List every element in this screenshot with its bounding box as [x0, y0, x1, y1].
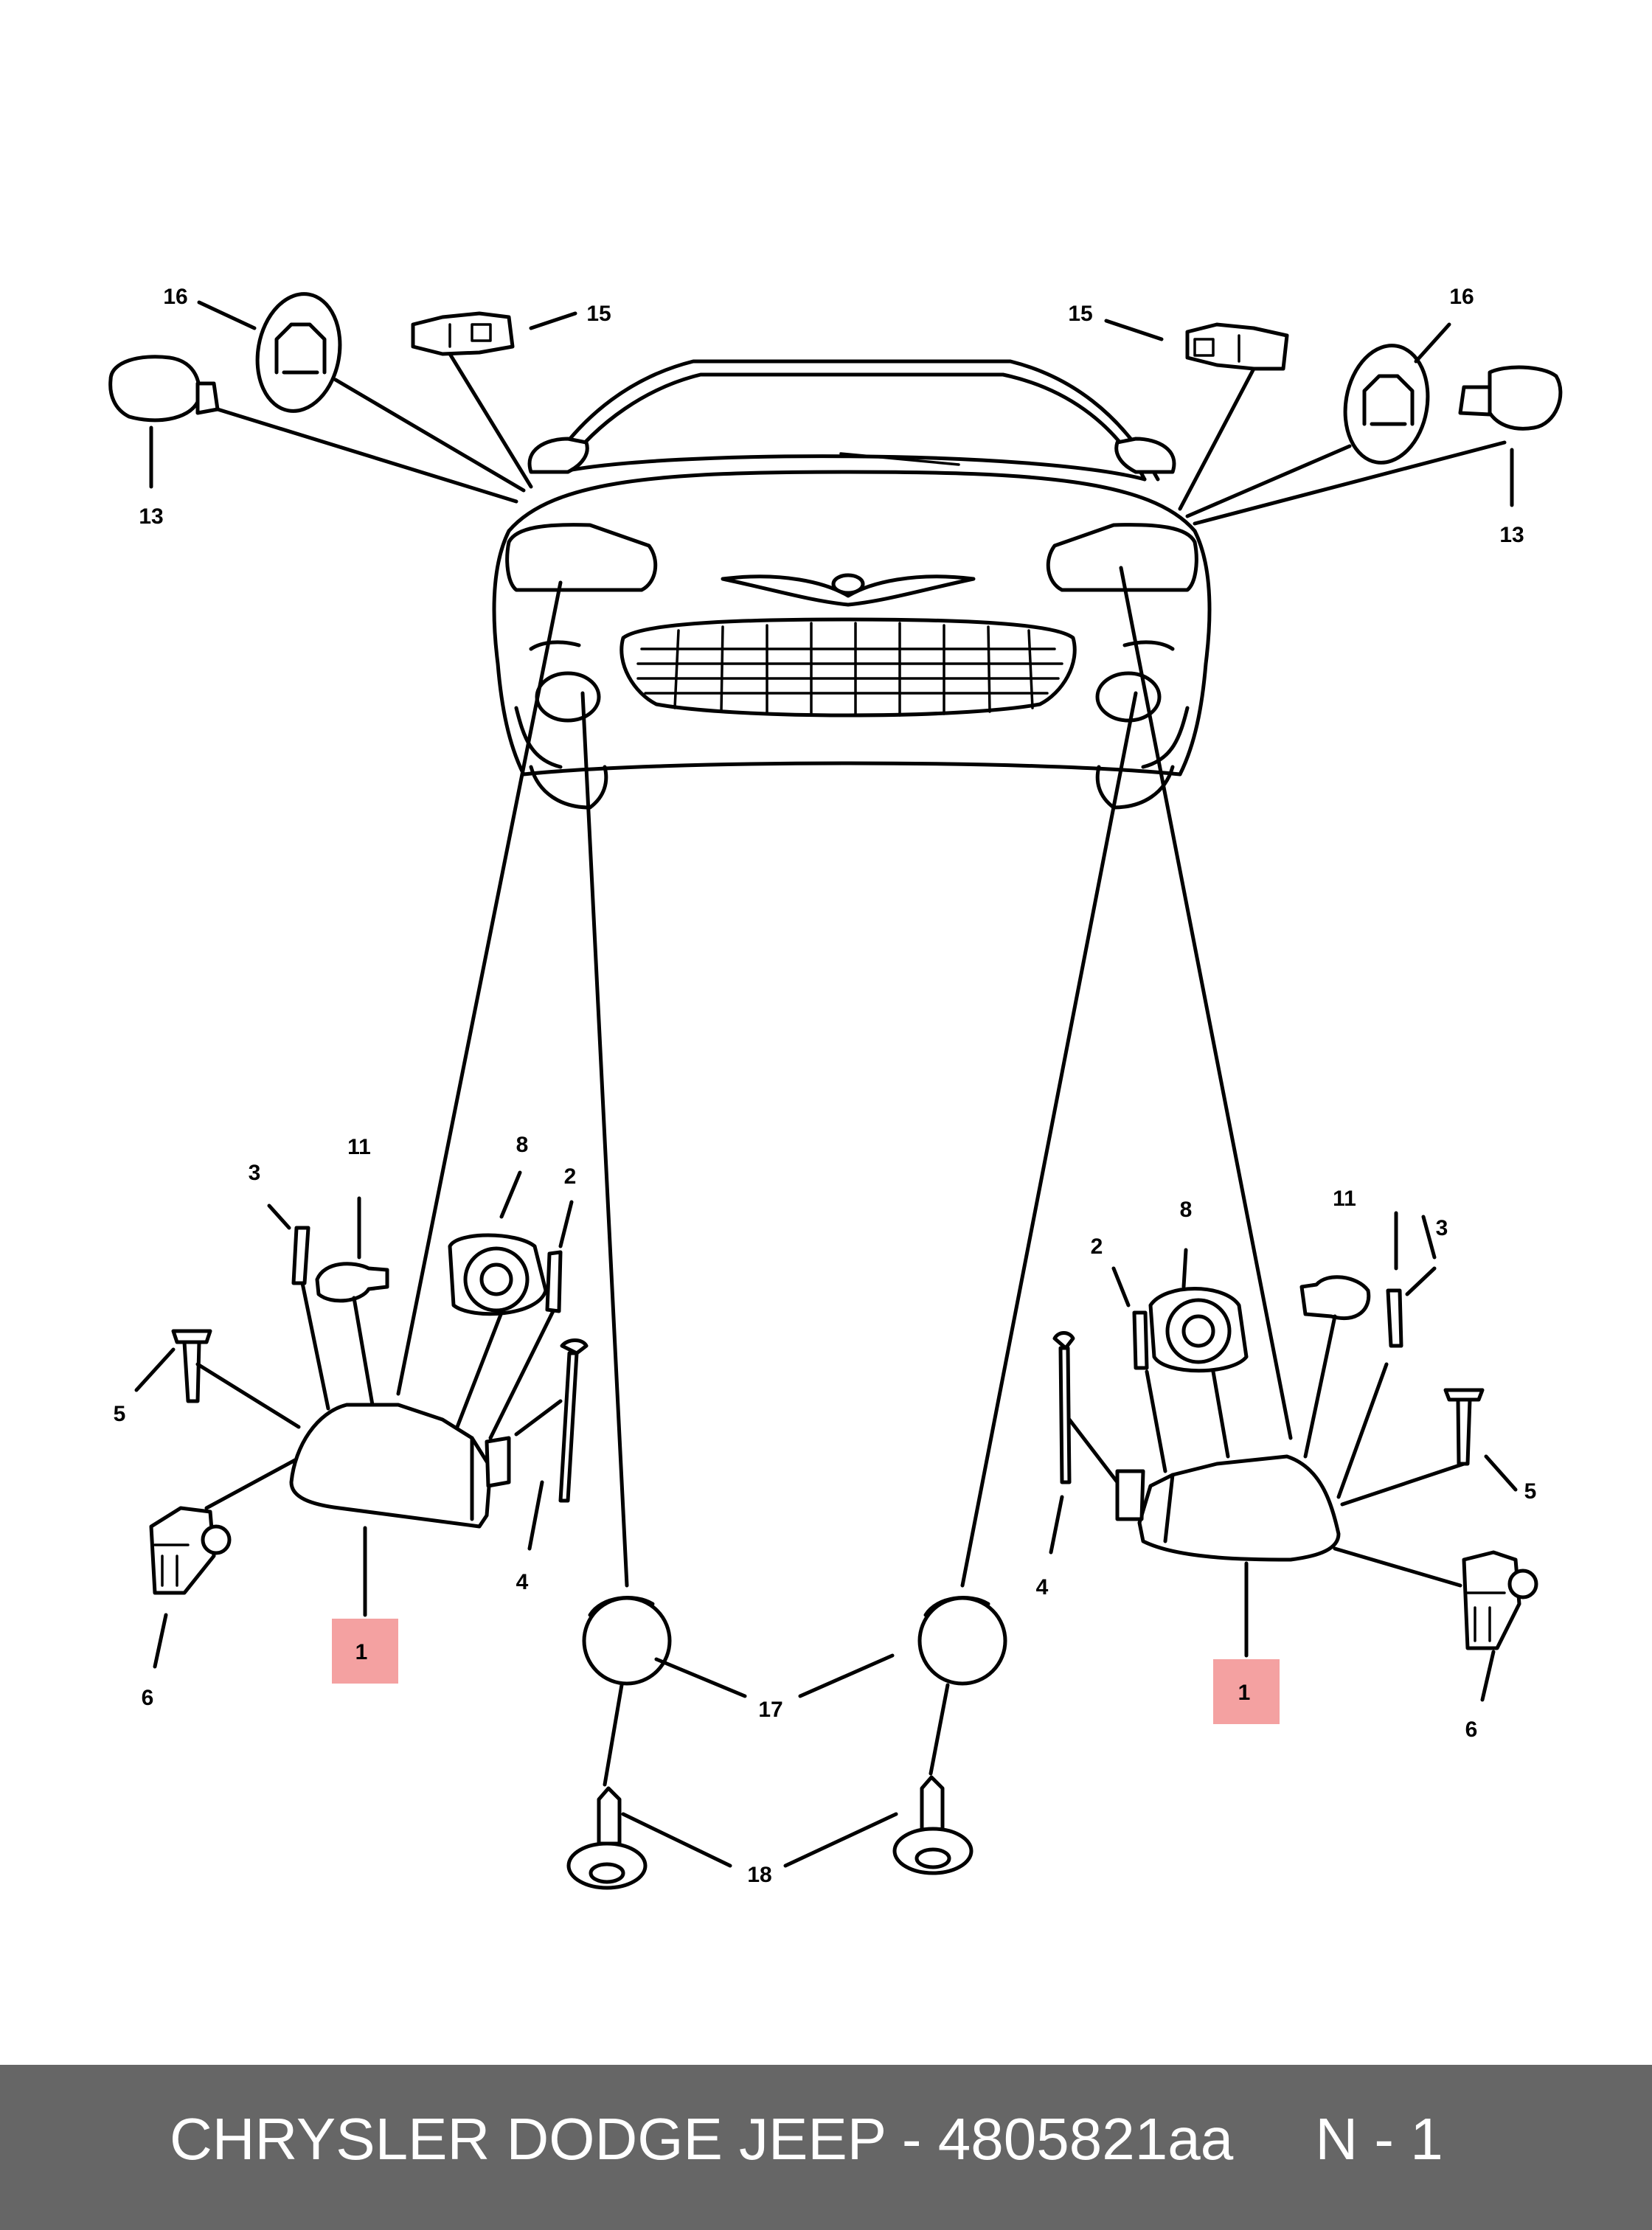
highlight-box-right: [1213, 1659, 1280, 1724]
footer-page: N - 1: [1315, 2106, 1443, 2172]
leader-lines-right-group: [1049, 1211, 1518, 1702]
callout-2-left: 2: [564, 1164, 577, 1189]
bolt-left-icon: [171, 1329, 212, 1403]
fog-bulb-left-icon: [448, 1233, 548, 1316]
push-pin-left-icon: [566, 1786, 648, 1890]
car-front-view: [492, 359, 1212, 810]
gasket-right-icon: [1132, 1310, 1149, 1370]
long-leader-lines: [396, 566, 1293, 1588]
callout-17: 17: [758, 1698, 782, 1722]
callout-11-left: 11: [347, 1135, 371, 1159]
callout-15-left: 15: [586, 302, 611, 326]
callout-5-right: 5: [1524, 1479, 1537, 1504]
callout-1-right: 1: [1238, 1681, 1251, 1705]
screw-right-icon: [1052, 1331, 1075, 1484]
bulb-left-icon: [108, 355, 220, 423]
callout-18: 18: [747, 1863, 771, 1887]
callout-16-right: 16: [1449, 285, 1474, 309]
fog-lamp-right-icon: [1115, 1454, 1341, 1562]
bulb-socket-left-icon: [315, 1262, 389, 1303]
leader-lines-17-18: [603, 1653, 950, 1868]
fog-lamp-cap-left-icon: [582, 1596, 672, 1686]
callout-15-right: 15: [1068, 302, 1092, 326]
actuator-left-icon: [149, 1506, 232, 1595]
leader-lines-top-right: [1104, 319, 1514, 526]
clip-left-icon: [291, 1226, 310, 1285]
callout-8-left: 8: [516, 1133, 529, 1157]
callout-11-right: 11: [1333, 1187, 1356, 1211]
callout-4-right: 4: [1036, 1575, 1049, 1599]
footer-caption: CHRYSLER DODGE JEEP - 4805821aa N - 1: [170, 2105, 1443, 2173]
bolt-right-icon: [1443, 1388, 1485, 1466]
callout-1-left: 1: [355, 1640, 368, 1664]
fog-lamp-cap-right-icon: [917, 1596, 1007, 1686]
callout-2-right: 2: [1091, 1234, 1103, 1259]
turn-signal-socket-left-icon: [255, 292, 342, 413]
turn-signal-socket-right-icon: [1343, 344, 1430, 465]
actuator-right-icon: [1462, 1550, 1538, 1650]
leader-lines-top-left: [149, 300, 577, 504]
footer-separator: -: [901, 2106, 922, 2172]
fog-bulb-right-icon: [1148, 1287, 1249, 1373]
connector-right-icon: [1185, 322, 1289, 371]
callout-13-left: 13: [139, 504, 163, 529]
footer-brand: CHRYSLER DODGE JEEP: [170, 2106, 886, 2172]
callout-6-left: 6: [142, 1686, 154, 1710]
callout-3-left: 3: [249, 1161, 261, 1185]
footer-part-number: 4805821aa: [937, 2106, 1234, 2172]
fog-lamp-left-icon: [289, 1403, 511, 1529]
callout-5-left: 5: [114, 1402, 126, 1426]
clip-right-icon: [1386, 1288, 1403, 1348]
callout-16-left: 16: [163, 285, 187, 309]
footer-bar: [0, 2065, 1652, 2230]
callout-6-right: 6: [1465, 1717, 1478, 1742]
bulb-socket-right-icon: [1299, 1275, 1371, 1321]
parts-diagram: 16 15 13 15 16 13 3 11 8 2 5 4 6 1 8 11 …: [108, 285, 1563, 1890]
screw-left-icon: [558, 1338, 589, 1503]
leader-lines-left-group: [134, 1170, 574, 1669]
gasket-left-icon: [545, 1250, 563, 1313]
callout-8-right: 8: [1180, 1198, 1193, 1222]
highlight-box-left: [332, 1619, 398, 1684]
push-pin-right-icon: [892, 1775, 974, 1875]
callout-13-right: 13: [1499, 523, 1524, 547]
callout-3-right: 3: [1436, 1216, 1448, 1240]
callout-4-left: 4: [516, 1570, 529, 1594]
bulb-right-icon: [1458, 365, 1563, 431]
connector-left-icon: [411, 311, 515, 356]
